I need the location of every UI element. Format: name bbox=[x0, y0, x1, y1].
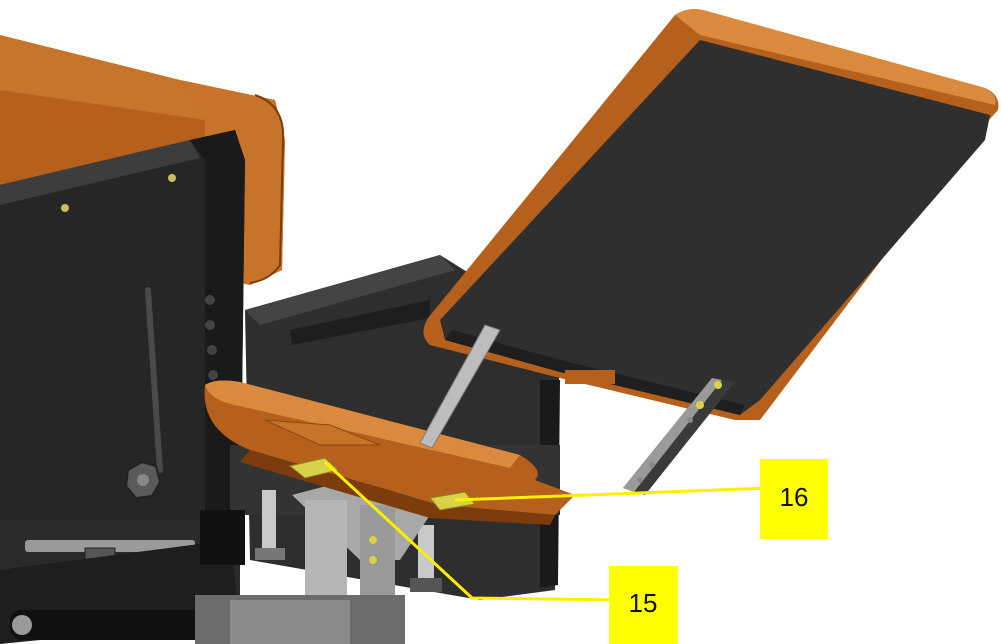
callout-line-15 bbox=[323, 460, 621, 602]
callout-lines bbox=[323, 460, 771, 602]
footrest-plate bbox=[423, 9, 999, 421]
label-text-16: 16 bbox=[780, 482, 809, 512]
callout-16: 16 bbox=[760, 459, 828, 539]
label-box-15 bbox=[609, 566, 678, 644]
seat-cushion bbox=[204, 380, 575, 525]
support-rods bbox=[419, 324, 735, 495]
callout-line-16 bbox=[454, 486, 771, 502]
label-text-15: 15 bbox=[629, 588, 658, 618]
callout-15: 15 bbox=[609, 566, 678, 644]
label-box-16 bbox=[760, 459, 828, 539]
